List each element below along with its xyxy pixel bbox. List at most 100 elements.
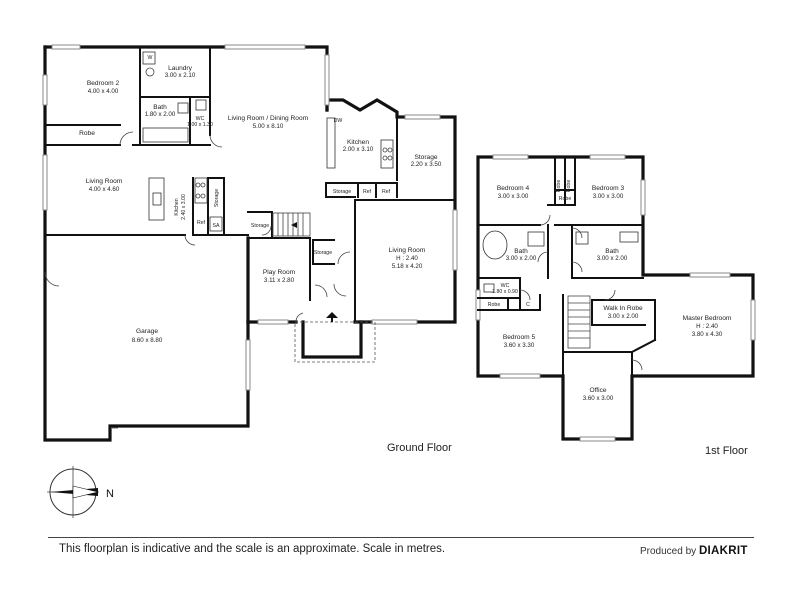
room-height: H : 2.40 [396,255,418,262]
ground-floor-label: Ground Floor [387,442,452,454]
door-arc [261,225,272,236]
room-height: H : 2.40 [696,323,718,330]
room-name: Kitchen [174,198,180,215]
toilet-icon [483,283,495,293]
ground-outer-wall-left [43,45,250,442]
door-arc [631,359,643,371]
compass-north-label: N [106,488,114,500]
door-arc [537,251,549,263]
first-floor-plan: Bedroom 4 3.00 x 3.00 Robe Robe Robe Bed… [475,154,756,442]
cooktop-2 [194,177,208,204]
window [51,44,81,50]
window [257,319,289,325]
room-dimensions: 3.00 x 3.00 [498,193,529,200]
ground-kitchen-bay [325,98,457,324]
window [499,373,541,379]
room-name: Living Room [389,247,426,254]
room-dimensions: 3.60 x 3.00 [583,395,614,402]
robe-label: Robe [488,302,501,308]
ref-label: Ref [197,220,206,226]
room-name: Office [589,387,606,394]
kitchen-bench [326,117,336,169]
staircase-first [567,295,591,349]
room-dimensions: 2.40 x 3.00 [181,194,187,220]
room-dimensions: 3.00 x 2.10 [165,72,196,79]
window [404,114,441,120]
produced-by-label: Produced by [640,546,697,557]
wc-label: WC [501,283,510,289]
window [324,54,330,106]
porch-outline [294,321,376,363]
room-name: Bath [153,104,167,111]
door-arc [119,131,134,146]
room-dimensions: 4.00 x 4.60 [89,186,120,193]
window [492,154,529,160]
window [475,289,481,321]
laundry-tub-icon [145,67,155,77]
room-name: Bedroom 2 [87,80,120,87]
room-dimensions: 3.00 x 3.00 [593,193,624,200]
staircase-ground [272,212,311,237]
wc-dimensions: 1.00 x 1.30 [187,122,213,128]
appliance-icon [209,216,223,232]
robe-label: Robe [79,130,95,137]
door-arc [539,214,551,226]
door-arc [209,134,223,148]
basin-icon [177,102,189,114]
sink-icon [152,192,162,206]
room-dimensions: 3.00 x 2.00 [506,255,537,262]
window [371,319,418,325]
room-dimensions: 3.00 x 2.00 [608,313,639,320]
room-dimensions: 1.80 x 2.00 [145,111,176,118]
sa-label: SA [213,223,220,229]
producer-credit: Produced by DIAKRIT [640,545,748,557]
door-arc [571,261,583,273]
door-arc [604,289,616,301]
cupboard-label: C [526,302,530,308]
robe-label: Robe [556,180,562,193]
window [750,299,756,341]
storage-label: Storage [214,189,220,207]
bathtub-icon [142,127,189,143]
room-name: Living Room / Dining Room [228,115,309,122]
window [579,436,616,442]
room-name: Bedroom 5 [503,334,536,341]
toilet-icon [195,99,207,111]
door-arc [571,227,583,239]
room-dimensions: 2.20 x 3.50 [411,161,442,168]
storage-label: Storage [314,250,332,256]
room-name: Kitchen [347,139,369,146]
room-name: Living Room [86,178,123,185]
room-dimensions: 4.00 x 4.00 [88,88,119,95]
window [42,74,48,106]
window [589,154,626,160]
door-arc [333,283,347,297]
room-name: Storage [414,154,437,161]
door-arc [519,289,531,301]
vanity-icon [619,231,639,243]
wc-dimensions: 1.80 x 0.90 [492,289,518,295]
room-dimensions: 3.00 x 2.00 [597,255,628,262]
room-dimensions: 3.60 x 3.30 [504,342,535,349]
room-name: Walk In Robe [603,305,643,312]
door-arc [337,251,351,265]
shower-icon [527,231,545,247]
spa-bath-icon [482,230,508,260]
first-floor-label: 1st Floor [705,445,748,457]
wc-label: WC [196,116,205,122]
room-dimensions: 3.80 x 4.30 [692,331,723,338]
laundry-w-label: W [148,55,153,61]
entry-porch-walls [301,320,363,359]
storage-label: Storage [251,223,269,229]
entry-arrow-icon [326,312,338,318]
storage-label: Storage [333,189,351,195]
room-dimensions: 5.18 x 4.20 [392,263,423,270]
door-arc [314,284,328,298]
footer-disclaimer: This floorplan is indicative and the sca… [59,543,446,555]
room-dimensions: 3.11 x 2.80 [264,277,295,284]
room-dimensions: 5.00 x 8.10 [253,123,284,130]
robe-label: Robe [566,180,572,193]
room-name: Garage [136,328,158,335]
window [42,154,48,211]
